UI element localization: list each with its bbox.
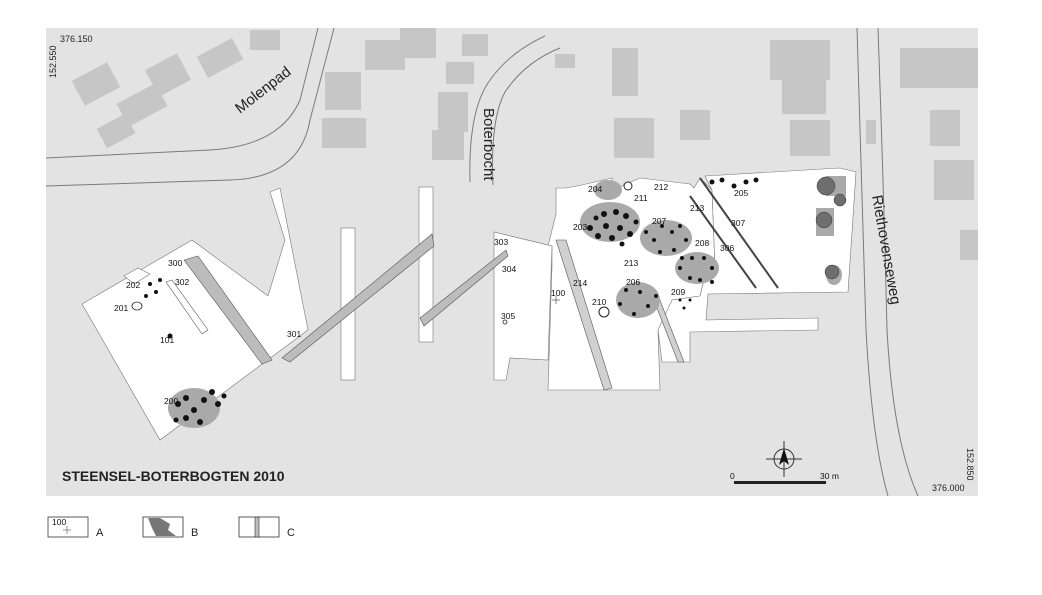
- label-304: 304: [502, 264, 516, 274]
- label-302: 302: [175, 277, 189, 287]
- label-212: 212: [654, 182, 668, 192]
- label-202: 202: [126, 280, 140, 290]
- well-feature: [598, 306, 610, 318]
- label-201: 201: [114, 303, 128, 313]
- legend-a-sample: 100: [52, 517, 66, 527]
- coord-top-y: 152.550: [48, 45, 58, 78]
- label-307: 307: [731, 218, 745, 228]
- dark-features: [815, 176, 847, 280]
- legend-item-c: C: [238, 516, 295, 539]
- street-boterbocht: Boterbocht: [480, 108, 497, 181]
- label-205: 205: [734, 188, 748, 198]
- coord-top-x: 376.150: [60, 34, 93, 44]
- well-feature-2: [623, 181, 633, 191]
- label-204: 204: [588, 184, 602, 194]
- buildings: [71, 28, 978, 260]
- postholes: [144, 177, 759, 425]
- label-211: 211: [634, 193, 648, 203]
- coord-bottom-x: 376.000: [932, 483, 965, 493]
- label-200: 200: [164, 396, 178, 406]
- label-210: 210: [592, 297, 606, 307]
- label-214: 214: [573, 278, 587, 288]
- legend-c-key: C: [287, 527, 295, 539]
- label-305: 305: [501, 311, 515, 321]
- scale-end: 30 m: [820, 471, 839, 481]
- feature-labels: 100 101 200 201 202 203 204 205 206 207 …: [114, 182, 748, 406]
- label-209: 209: [671, 287, 685, 297]
- map-title: STEENSEL-BOTERBOGTEN 2010: [62, 468, 285, 484]
- trench-3: [418, 186, 434, 343]
- feature-305-marker: [502, 319, 508, 325]
- label-101: 101: [160, 335, 174, 345]
- label-301: 301: [287, 329, 301, 339]
- feature-201-marker: [131, 301, 143, 311]
- scale-start: 0: [730, 471, 735, 481]
- label-208: 208: [695, 238, 709, 248]
- label-206: 206: [626, 277, 640, 287]
- label-203: 203: [573, 222, 587, 232]
- label-300: 300: [168, 258, 182, 268]
- legend-item-b: B: [142, 516, 198, 539]
- label-213a: 213: [690, 203, 704, 213]
- ditch-features: [165, 177, 779, 391]
- label-100: 100: [551, 288, 565, 298]
- label-306: 306: [720, 243, 734, 253]
- coord-bottom-y: 152.850: [965, 448, 975, 481]
- label-303: 303: [494, 237, 508, 247]
- find-marker-100: [552, 296, 560, 304]
- legend: 100 A B C: [47, 516, 295, 539]
- roads: [45, 27, 919, 497]
- legend-item-a: 100 A: [47, 516, 104, 539]
- north-arrow-icon: [766, 441, 802, 477]
- legend-b-key: B: [191, 527, 198, 539]
- legend-a-key: A: [96, 527, 104, 539]
- label-213b: 213: [624, 258, 638, 268]
- scale-bar: 0 30 m: [730, 471, 839, 484]
- label-207: 207: [652, 216, 666, 226]
